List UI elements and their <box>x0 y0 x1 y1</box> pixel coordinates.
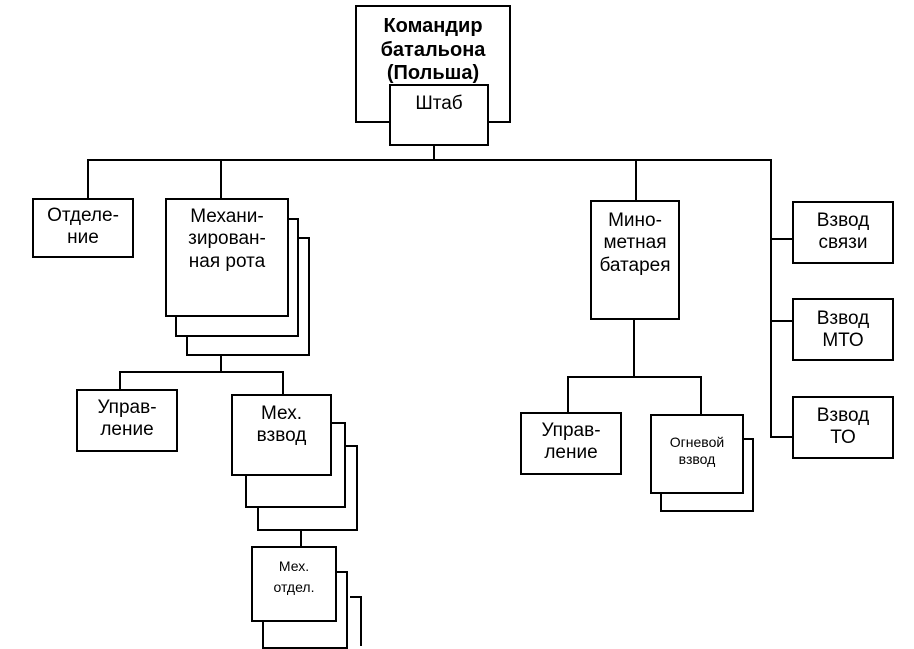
connector-to-mech-platoon <box>282 371 284 395</box>
commander-label: Командир батальона (Польша) <box>380 15 486 85</box>
fire-platoon-label: Огневой взвод <box>669 434 725 467</box>
mech-squad-label: Мех. отдел. <box>273 558 315 595</box>
to-platoon-box <box>792 396 894 459</box>
mortar-battery-label: Мино- метная батарея <box>599 210 671 276</box>
section-label: Отделе- ние <box>47 205 119 249</box>
mto-platoon-label: Взвод МТО <box>816 308 870 352</box>
connector-main-horizontal <box>87 159 772 161</box>
section-box <box>32 198 134 258</box>
battery-hq-box <box>520 412 622 475</box>
battery-hq-label: Управ- ление <box>541 420 601 464</box>
mech-company-box <box>165 198 289 317</box>
connector-to-to-platoon <box>770 436 793 438</box>
connector-battery-horizontal <box>567 376 702 378</box>
company-hq-label: Управ- ление <box>97 397 157 441</box>
connector-to-section <box>87 159 89 200</box>
connector-to-mortar-battery <box>635 159 637 201</box>
connector-battery-down <box>633 318 635 377</box>
mech-platoon-label: Мех. взвод <box>256 403 307 447</box>
mech-squad-box <box>251 546 337 622</box>
connector-to-signal-platoon <box>770 238 793 240</box>
company-hq-box <box>76 389 178 452</box>
connector-right-vertical <box>770 159 772 438</box>
mortar-battery-box <box>590 200 680 320</box>
connector-company-down <box>220 355 222 372</box>
mto-platoon-box <box>792 298 894 361</box>
signal-platoon-label: Взвод связи <box>816 210 870 254</box>
connector-staff-down <box>433 145 435 160</box>
connector-company-horizontal <box>119 371 284 373</box>
connector-platoon-down <box>300 529 302 547</box>
to-platoon-label: Взвод ТО <box>816 405 870 449</box>
connector-to-company-hq <box>119 371 121 391</box>
connector-to-mto-platoon <box>770 320 793 322</box>
connector-to-fire-platoon <box>700 376 702 415</box>
mech-platoon-box <box>231 394 332 476</box>
connector-to-mech-company <box>220 159 222 200</box>
connector-to-battery-hq <box>567 376 569 414</box>
mech-squad-stack-back-top <box>350 596 362 598</box>
signal-platoon-box <box>792 201 894 264</box>
mech-squad-stack-back <box>360 596 362 646</box>
staff-box <box>389 84 489 146</box>
fire-platoon-box <box>650 414 744 494</box>
staff-label: Штаб <box>415 93 463 114</box>
mech-company-label: Механи- зирован- ная рота <box>188 206 266 272</box>
